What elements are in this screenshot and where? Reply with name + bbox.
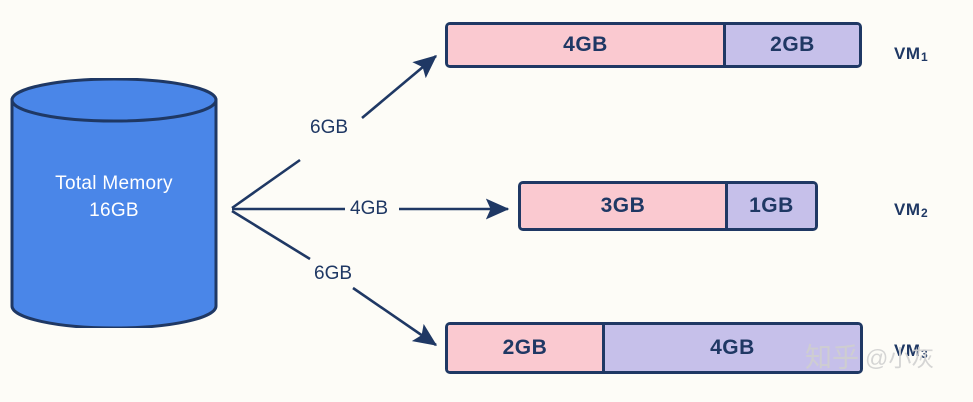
vm3-memory-bar: 2GB 4GB [445,322,863,374]
vm2-name-text: VM [894,200,921,219]
arrow-to-vm3-part1 [231,209,311,261]
vm1-memory-bar: 4GB 2GB [445,22,862,68]
arrow-to-vm1-part2 [361,55,437,119]
total-memory-cylinder: Total Memory 16GB [8,78,220,328]
vm3-used-segment: 2GB [448,325,602,371]
cylinder-icon [10,78,218,328]
vm2-name-index: 2 [921,206,929,220]
arrow-to-vm1-part1 [231,158,301,210]
vm1-used-segment: 4GB [448,25,723,65]
edge-label-vm1: 6GB [308,117,351,139]
vm2-used-segment: 3GB [521,184,725,228]
vm3-free-segment: 4GB [601,325,860,371]
edge-label-vm3: 6GB [312,263,355,285]
vm1-name-label: VM1 [894,44,928,64]
vm1-free-segment: 2GB [722,25,859,65]
vm3-name-index: 3 [921,347,929,361]
edge-label-vm2: 4GB [348,198,391,220]
vm2-memory-bar: 3GB 1GB [518,181,818,231]
vm3-name-text: VM [894,341,921,360]
vm2-free-segment: 1GB [724,184,815,228]
vm2-name-label: VM2 [894,200,928,220]
vm1-name-text: VM [894,44,921,63]
vm3-name-label: VM3 [894,341,928,361]
arrow-to-vm3-part2 [352,286,438,347]
vm1-name-index: 1 [921,50,929,64]
